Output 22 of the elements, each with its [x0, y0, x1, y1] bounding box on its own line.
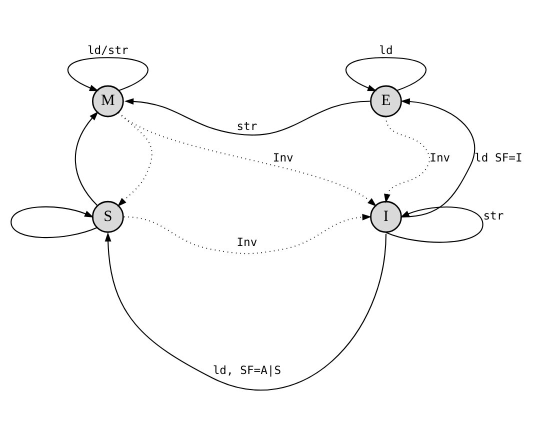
edge-label: str [236, 119, 258, 134]
edge-label: ld [379, 42, 393, 57]
edge-label: ld, SF=A|S [212, 363, 282, 378]
edge-label: Inv [430, 150, 450, 165]
arrow [124, 98, 370, 136]
edge-label: ld SF=I [474, 150, 522, 165]
edge-label: ld/str [87, 42, 128, 57]
arrow [124, 214, 372, 254]
arrow [384, 116, 430, 204]
node-circle: I [370, 200, 402, 233]
arrow [118, 112, 377, 207]
arrow [74, 111, 98, 206]
arrow [67, 57, 148, 92]
node-circle: S [92, 200, 124, 233]
node-circle: E [370, 85, 402, 118]
node-circle: M [92, 85, 124, 118]
edge-label: Inv [272, 150, 294, 165]
arrow [346, 57, 426, 92]
arrow [400, 98, 476, 218]
edge-label: str [483, 208, 504, 223]
arrow [104, 232, 387, 391]
edge-label: Inv [236, 234, 258, 249]
